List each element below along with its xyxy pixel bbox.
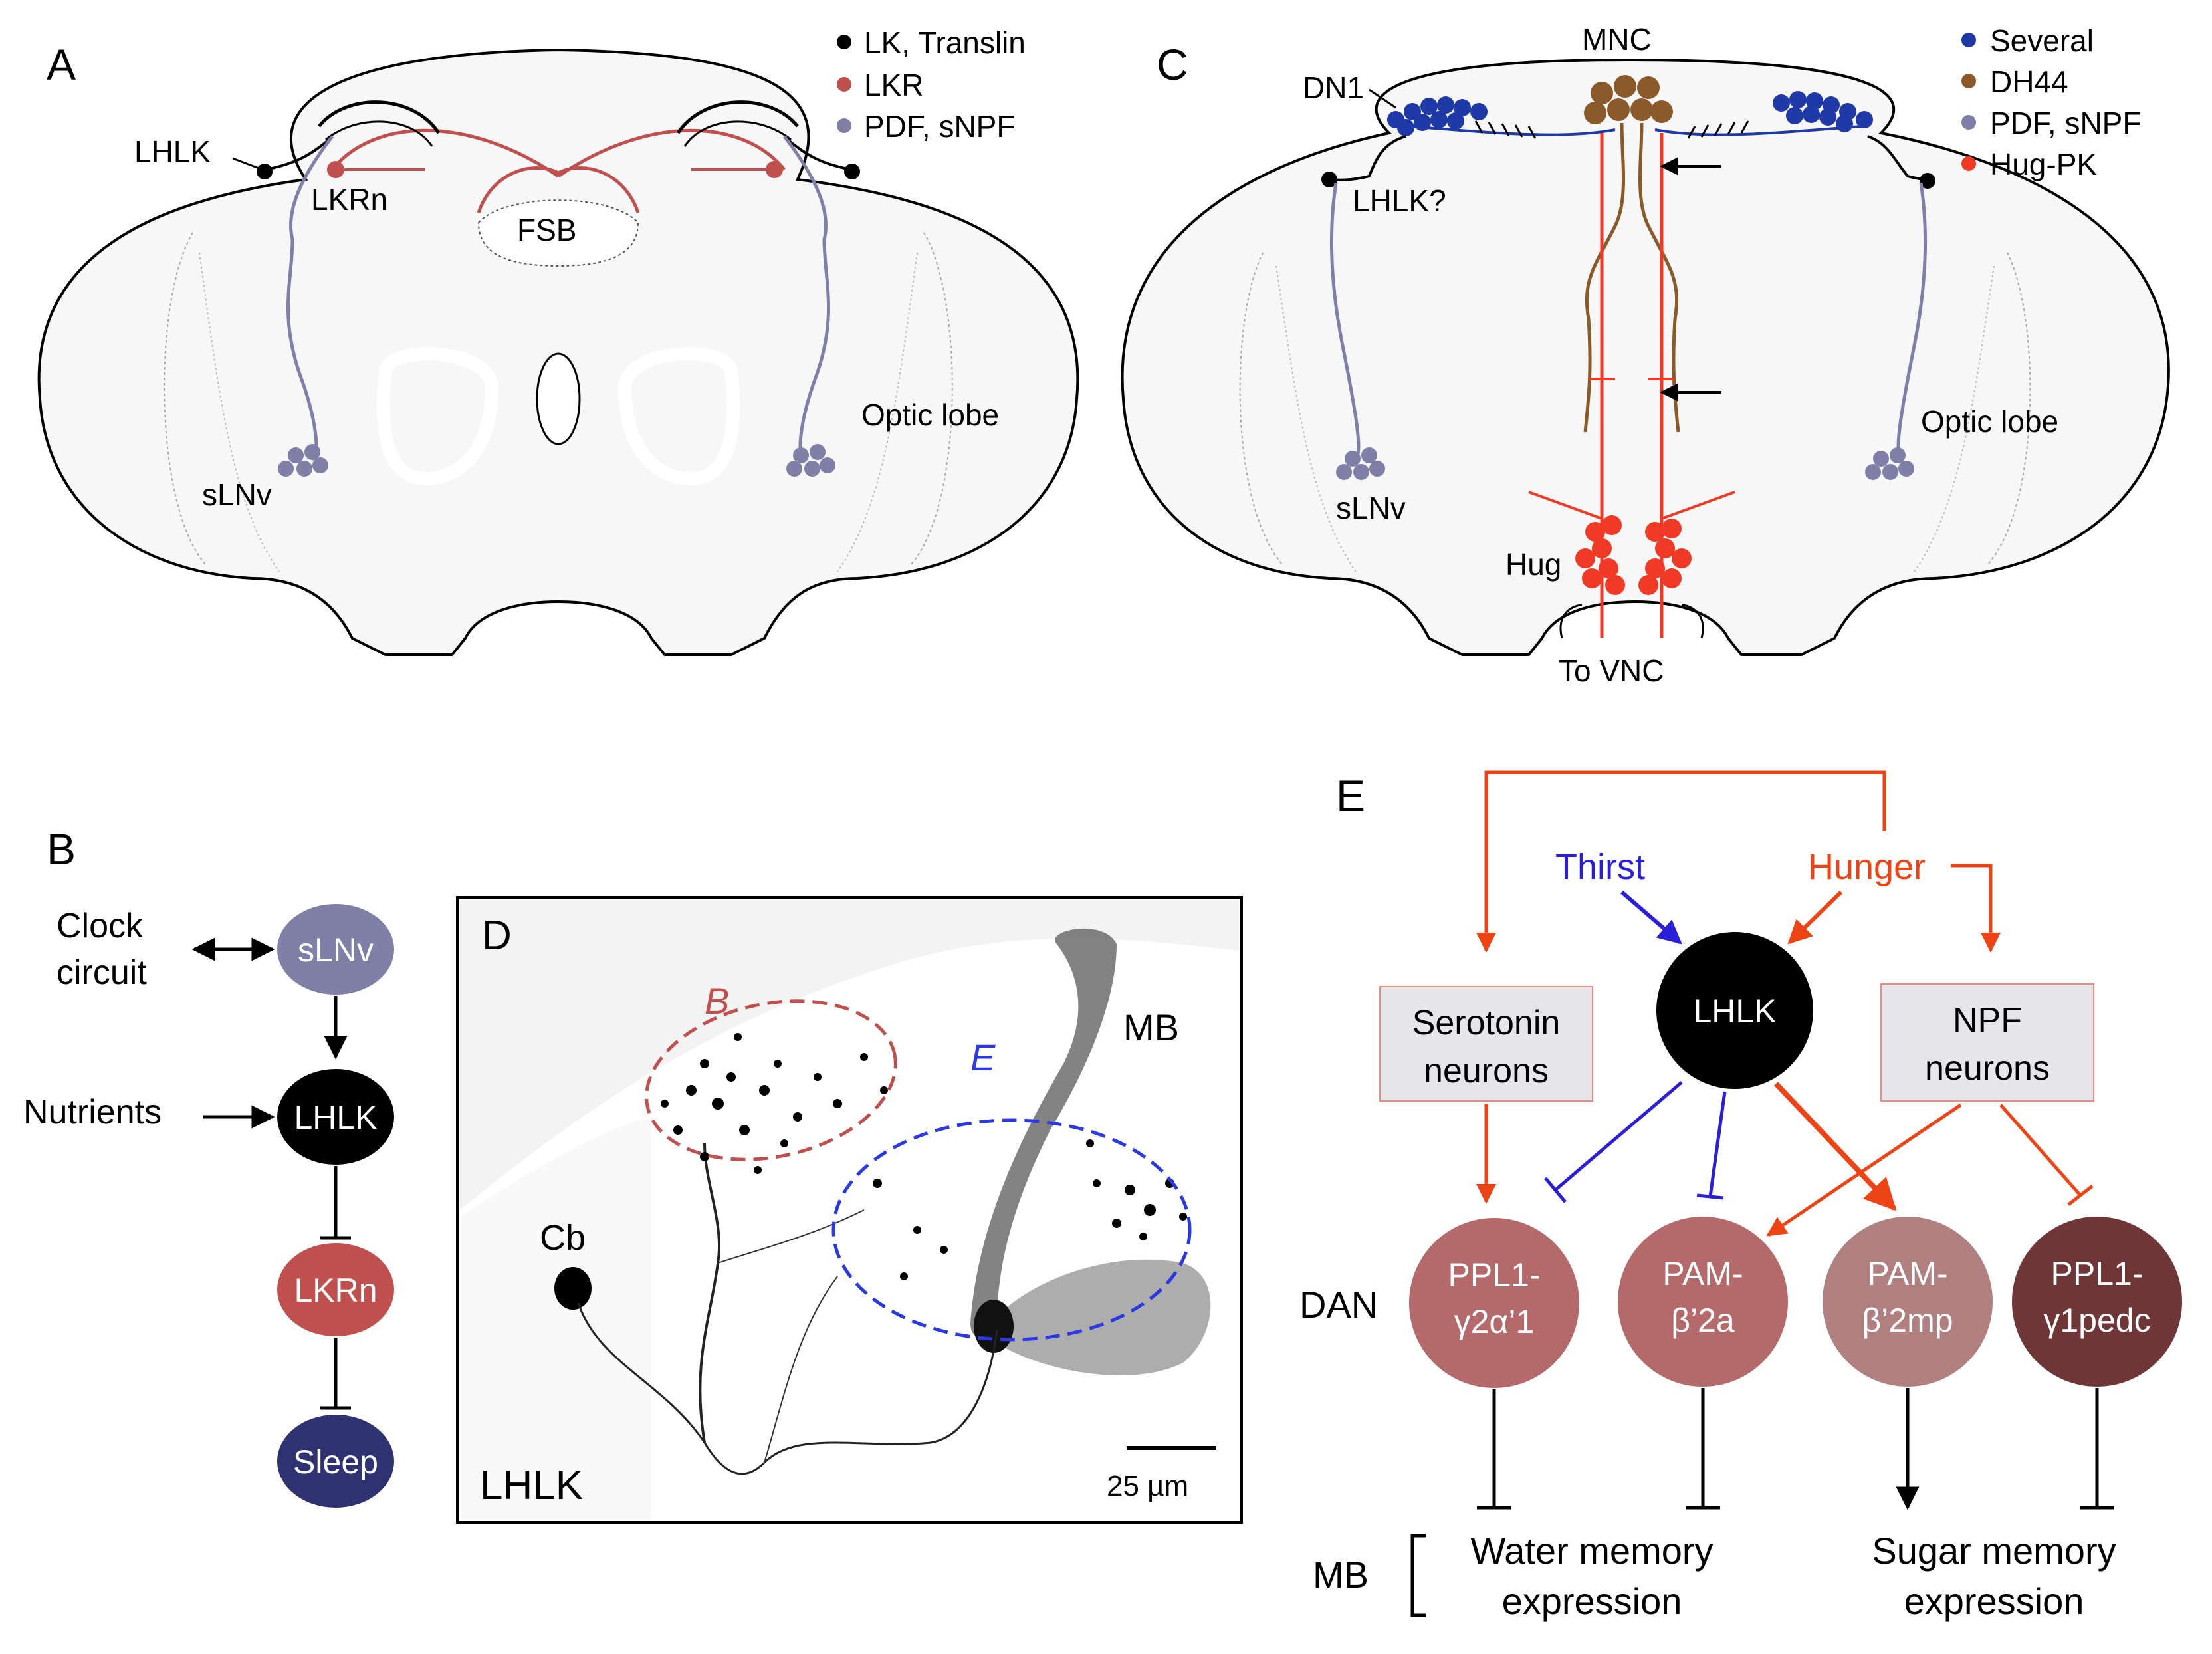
label-b-nutrients: Nutrients xyxy=(23,1093,162,1131)
label-e-hunger: Hunger xyxy=(1808,847,1926,887)
label-c-mnc: MNC xyxy=(1582,22,1652,57)
box-serotonin xyxy=(1379,986,1593,1102)
panel-e: E Thirst Hunger LHLK Serotonin neurons N… xyxy=(1299,770,2182,1622)
node-e-dan-2-l1: PAM- xyxy=(1867,1255,1947,1292)
brain-outline-a xyxy=(37,48,1079,656)
label-d-b: B xyxy=(705,980,729,1022)
label-c-lhlk: LHLK? xyxy=(1353,183,1446,218)
label-c-optic: Optic lobe xyxy=(1921,404,2058,439)
label-d-scale: 25 µm xyxy=(1107,1470,1188,1502)
label-a-fsb: FSB xyxy=(517,213,576,247)
label-e-npf-2: neurons xyxy=(1925,1049,2050,1088)
panel-letter-e: E xyxy=(1336,771,1365,820)
legend-c-item-3: Hug-PK xyxy=(1990,147,2097,181)
node-b-lkrn-label: LKRn xyxy=(294,1272,377,1309)
region-e-outline xyxy=(831,1118,1192,1342)
label-b-clock-1: Clock xyxy=(56,907,144,945)
node-e-lhlk xyxy=(1656,932,1813,1089)
node-b-slnv xyxy=(277,904,394,995)
label-c-slnv: sLNv xyxy=(1336,491,1406,525)
node-e-dan-3-l1: PPL1- xyxy=(2051,1255,2144,1292)
label-c-hug: Hug xyxy=(1505,547,1561,582)
label-e-mb: MB xyxy=(1313,1554,1369,1595)
panel-c: C xyxy=(1121,22,2170,688)
label-b-clock-2: circuit xyxy=(56,953,147,992)
node-e-lhlk-label: LHLK xyxy=(1693,993,1776,1030)
label-e-sugar-1: Sugar memory xyxy=(1872,1530,2116,1572)
label-d-cb: Cb xyxy=(540,1218,586,1258)
node-b-lhlk xyxy=(277,1069,394,1165)
label-e-water-1: Water memory xyxy=(1470,1530,1713,1572)
label-a-lkrn: LKRn xyxy=(311,182,387,217)
label-e-sugar-2: expression xyxy=(1904,1580,2084,1622)
node-e-dan-1 xyxy=(1618,1217,1788,1387)
legend-a-item-1: LKR xyxy=(864,68,923,102)
label-a-optic: Optic lobe xyxy=(861,398,999,432)
node-b-sleep-label: Sleep xyxy=(293,1443,378,1480)
legend-c-item-2: PDF, sNPF xyxy=(1990,106,2141,140)
legend-a-dot-2 xyxy=(837,118,851,133)
label-d-lhlk: LHLK xyxy=(480,1463,583,1508)
panel-d: B E D MB Cb LHLK 25 µm xyxy=(456,896,1243,1524)
panel-a: A LHLK LKRn FSB xyxy=(37,25,1079,656)
node-e-dan-0-l1: PPL1- xyxy=(1448,1256,1541,1294)
legend-c-item-0: Several xyxy=(1990,23,2094,58)
fsb-shape xyxy=(477,199,639,267)
panel-letter-c: C xyxy=(1157,40,1188,89)
node-e-dan-3-l2: γ1pedc xyxy=(2043,1302,2150,1339)
label-a-lhlk: LHLK xyxy=(134,134,211,169)
legend-c-dot-1 xyxy=(1961,74,1976,88)
label-d-mb: MB xyxy=(1123,1006,1179,1048)
brain-outline-c xyxy=(1121,58,2170,656)
node-b-sleep xyxy=(277,1415,394,1508)
legend-a-dot-1 xyxy=(837,77,851,92)
panel-letter-d: D xyxy=(482,913,512,959)
node-e-dan-2 xyxy=(1823,1217,1993,1387)
label-e-dan: DAN xyxy=(1299,1284,1378,1326)
panel-letter-a: A xyxy=(47,40,76,89)
label-e-water-2: expression xyxy=(1502,1580,1682,1622)
label-e-npf-1: NPF xyxy=(1953,1001,2022,1040)
node-b-slnv-label: sLNv xyxy=(298,931,374,969)
legend-a-item-0: LK, Translin xyxy=(864,25,1026,60)
box-npf xyxy=(1880,983,2094,1102)
legend-c-item-1: DH44 xyxy=(1990,64,2068,99)
label-e-serotonin-2: neurons xyxy=(1424,1052,1549,1090)
node-e-dan-0 xyxy=(1409,1218,1579,1388)
legend-c-dot-3 xyxy=(1961,156,1976,171)
node-b-lhlk-label: LHLK xyxy=(294,1099,377,1136)
legend-c-dot-2 xyxy=(1961,115,1976,130)
panel-b: B Clock circuit sLNv Nutrients LHLK LKRn… xyxy=(23,824,394,1508)
legend-c-dot-0 xyxy=(1961,33,1976,47)
node-b-lkrn xyxy=(277,1243,394,1336)
node-e-dan-1-l2: β’2a xyxy=(1671,1302,1735,1339)
node-e-dan-2-l2: β’2mp xyxy=(1862,1302,1953,1339)
legend-a-dot-0 xyxy=(837,35,851,49)
label-a-slnv: sLNv xyxy=(202,477,272,512)
node-e-dan-0-l2: γ2α’1 xyxy=(1454,1303,1535,1340)
label-d-e: E xyxy=(970,1036,996,1078)
node-e-dan-1-l1: PAM- xyxy=(1662,1255,1743,1292)
region-b-outline xyxy=(645,999,897,1161)
label-e-serotonin-1: Serotonin xyxy=(1412,1004,1561,1042)
label-c-dn1: DN1 xyxy=(1303,70,1364,105)
node-e-dan-3 xyxy=(2012,1217,2182,1387)
label-e-thirst: Thirst xyxy=(1555,847,1645,887)
label-c-vnc: To VNC xyxy=(1559,653,1664,688)
legend-a-item-2: PDF, sNPF xyxy=(864,109,1015,144)
panel-letter-b: B xyxy=(47,824,76,874)
